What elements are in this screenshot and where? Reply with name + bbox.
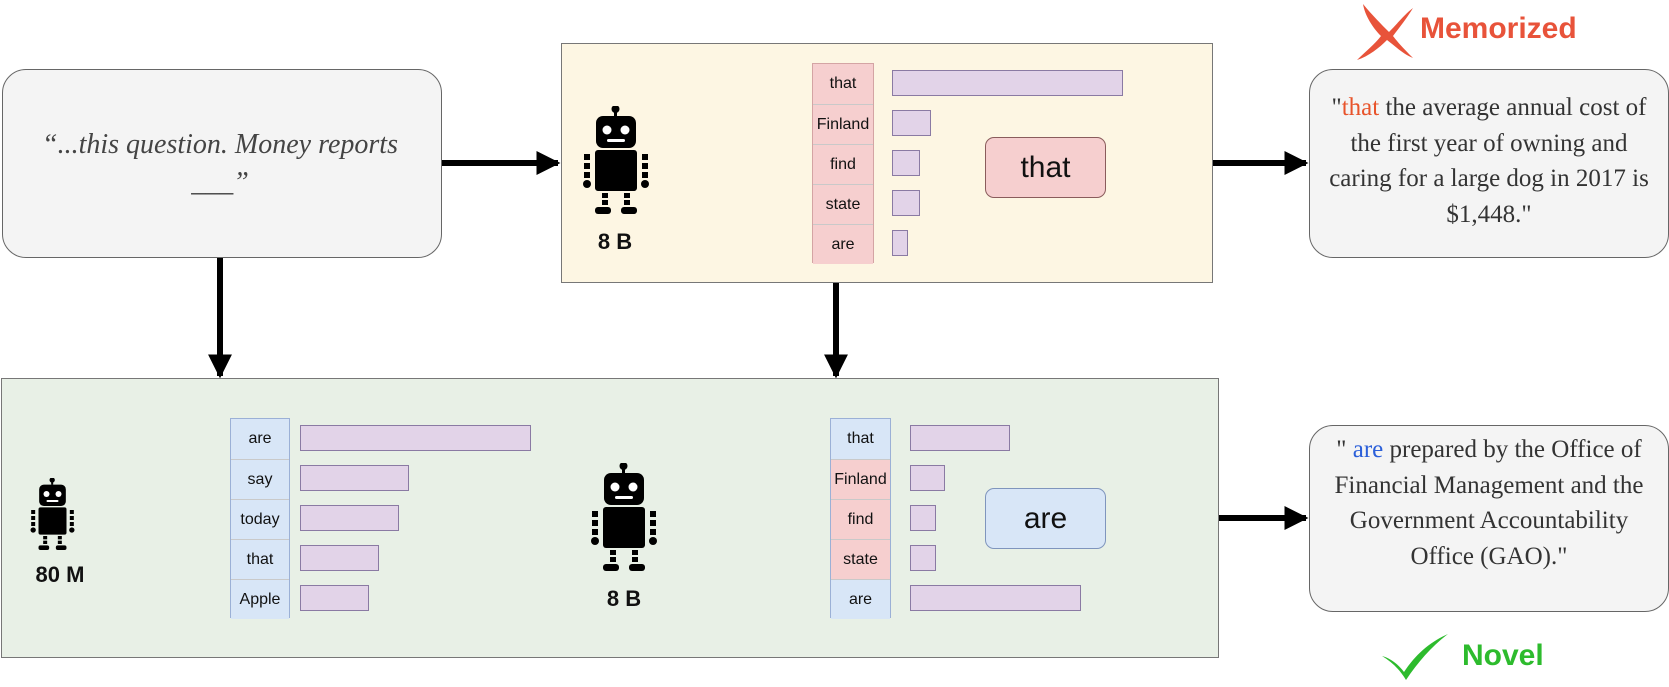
cross-mark-icon (1357, 4, 1413, 60)
large-model-size: 8 B (606, 586, 642, 611)
token-cell: are (831, 579, 890, 619)
probability-bar (910, 465, 945, 491)
novel-highlight-token: are (1352, 436, 1384, 463)
token-cell: are (231, 419, 289, 459)
novel-continuation: prepared by the Office of Financial Mana… (1334, 436, 1644, 570)
memorized-open-quote: " (1331, 94, 1342, 121)
prompt-text: “...this question. Money reports ___” (42, 129, 398, 198)
token-cell: are (813, 224, 873, 264)
probability-bar (910, 545, 936, 571)
top-prediction-box: that (985, 137, 1106, 198)
token-cell: that (831, 419, 890, 459)
probability-bar (892, 110, 931, 136)
probability-bar (892, 70, 1123, 96)
probability-bar (910, 505, 936, 531)
token-cell: find (831, 499, 890, 539)
probability-bar (892, 190, 920, 216)
token-cell: Finland (831, 459, 890, 499)
prompt-box (2, 69, 442, 258)
token-cell: today (231, 499, 289, 539)
token-cell: Apple (231, 579, 289, 619)
large-probability-bars (910, 418, 1100, 618)
token-cell: that (231, 539, 289, 579)
top-model-size: 8 B (597, 229, 633, 254)
probability-bar (892, 230, 908, 256)
robot-80m-icon (30, 478, 75, 550)
small-model-size: 80 M (35, 562, 85, 587)
token-cell: find (813, 144, 873, 184)
probability-bar (300, 465, 409, 491)
robot-8b-bottom-icon (591, 463, 657, 571)
probability-bar (892, 150, 920, 176)
robot-8b-top-icon (583, 106, 649, 214)
probability-bar (910, 585, 1081, 611)
probability-bar (300, 425, 531, 451)
novel-open-quote: " (1336, 436, 1353, 463)
probability-bar (300, 585, 369, 611)
bottom-prediction-box: are (985, 488, 1106, 549)
memorized-label: Memorized (1420, 12, 1577, 45)
small-probability-bars (300, 418, 540, 618)
token-cell: Finland (813, 104, 873, 144)
probability-bar (300, 505, 399, 531)
check-mark-icon (1382, 634, 1448, 680)
top-probability-bars (892, 63, 1132, 263)
memorized-continuation: the average annual cost of the first yea… (1329, 94, 1649, 228)
token-cell: state (831, 539, 890, 579)
token-cell: say (231, 459, 289, 499)
token-cell: state (813, 184, 873, 224)
memorized-output-box: "that the average annual cost of the fir… (1309, 69, 1669, 258)
novel-label: Novel (1462, 639, 1544, 672)
memorized-highlight-token: that (1341, 94, 1380, 121)
probability-bar (300, 545, 379, 571)
novel-output-box: " are prepared by the Office of Financia… (1309, 425, 1669, 612)
probability-bar (910, 425, 1010, 451)
token-cell: that (813, 64, 873, 104)
